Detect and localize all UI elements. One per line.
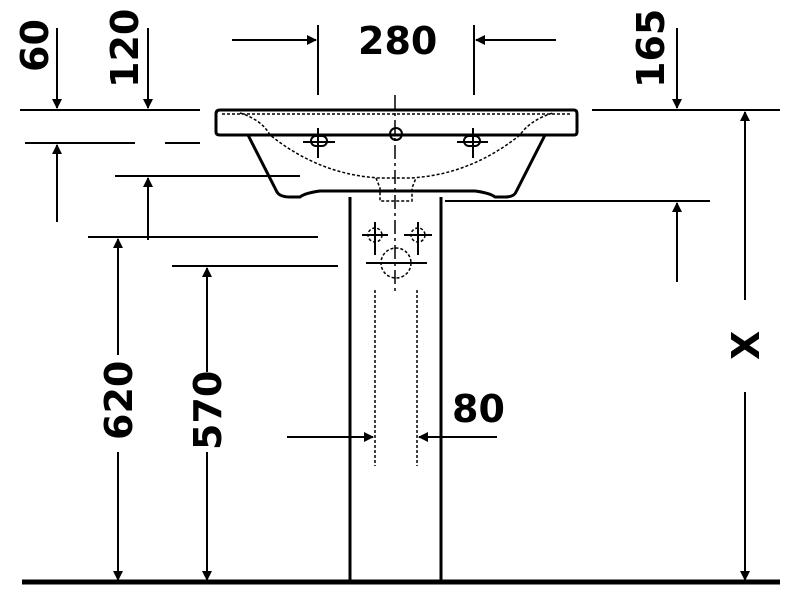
- dim-label-165: 165: [629, 9, 673, 88]
- dim-label-x: X: [724, 331, 768, 360]
- dim-label-570: 570: [186, 371, 230, 450]
- extension-lines: [20, 25, 780, 267]
- dim-label-120: 120: [103, 9, 147, 88]
- dimension-arrows: [52, 28, 750, 581]
- tap-hole-center: [389, 127, 403, 141]
- pedestal: [348, 95, 443, 582]
- dim-label-280: 280: [358, 19, 437, 63]
- washbasin: [214, 108, 579, 202]
- dim-label-60: 60: [13, 19, 57, 72]
- dim-label-80: 80: [452, 387, 505, 431]
- dim-label-620: 620: [97, 361, 141, 440]
